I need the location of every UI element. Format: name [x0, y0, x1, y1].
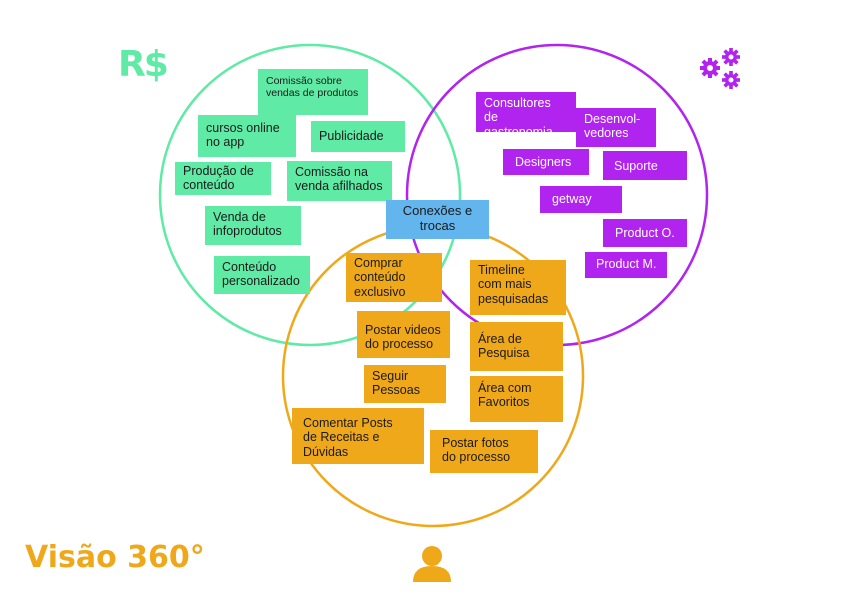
revenue-note: Produção de conteúdo [175, 162, 271, 195]
users-note: Área de Pesquisa [470, 322, 563, 371]
partners-note: Product O. [603, 219, 687, 247]
partners-note: Consultores de gastronomia [476, 92, 576, 139]
users-note: Área com Favoritos [470, 376, 563, 422]
revenue-note: Venda de infoprodutos [205, 206, 301, 245]
partners-note: Suporte [603, 151, 687, 180]
person-icon [413, 546, 451, 582]
partners-note: getway [540, 186, 622, 213]
money-icon: R$ [118, 44, 169, 85]
revenue-note: Publicidade [311, 121, 405, 152]
partners-note: Desenvol- vedores [576, 108, 656, 147]
page-title: Visão 360° [25, 540, 205, 575]
users-note: Comentar Posts de Receitas e Dúvidas [292, 408, 424, 464]
revenue-note: Comissão sobre vendas de produtos [258, 69, 368, 115]
partners-note: Product M. [585, 252, 667, 278]
revenue-note: cursos online no app [198, 115, 296, 157]
revenue-circle [158, 43, 462, 347]
revenue-note: Conteúdo personalizado [214, 256, 310, 294]
partners-note: Designers [503, 149, 589, 175]
users-note: Postar videos do processo [357, 311, 450, 358]
users-note: Postar fotos do processo [430, 430, 538, 473]
users-note: Comprar conteúdo exclusivo [346, 253, 442, 302]
gears-icon [700, 48, 740, 89]
users-note: Timeline com mais pesquisadas [470, 260, 566, 315]
users-note: Seguir Pessoas [364, 365, 446, 403]
connections-note: Conexões e trocas [386, 200, 489, 239]
revenue-note: Comissão na venda afilhados [287, 161, 392, 201]
